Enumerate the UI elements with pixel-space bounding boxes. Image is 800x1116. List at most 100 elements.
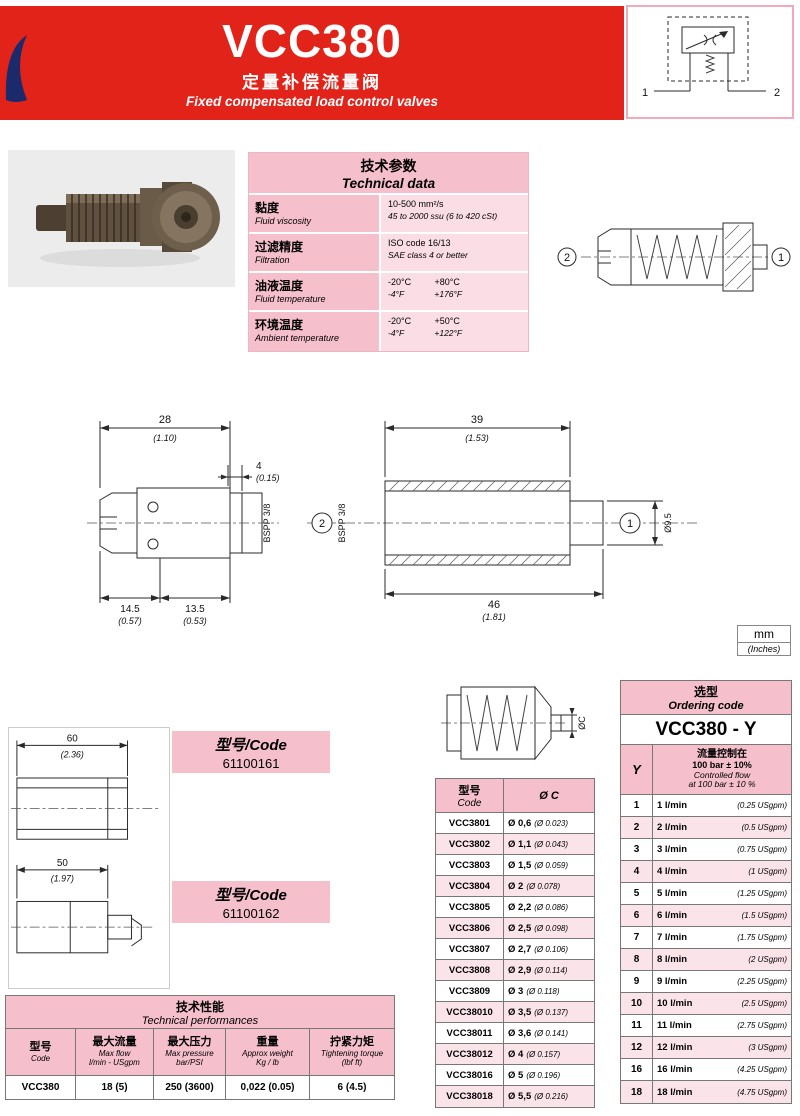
ordering-flow-value: 3 l/min [657, 844, 688, 855]
orifice-diameter-inch: (Ø 0.059) [534, 860, 569, 870]
filtration-value: ISO code 16/13 [388, 238, 451, 248]
subtitle-english: Fixed compensated load control valves [185, 93, 439, 109]
orifice-header-cn: 型号 [458, 785, 481, 797]
ordering-table-row: 2 2 l/min (0.5 USgpm) [621, 817, 791, 839]
product-photo [8, 150, 235, 287]
orifice-diameter-inch: (Ø 0.141) [534, 1028, 569, 1038]
performance-table: 技术性能 Technical performances 型号 Code 最大流量… [5, 995, 395, 1100]
ordering-flow-usgpm: (1.25 USgpm) [737, 889, 787, 898]
ordering-flow-usgpm: (1 USgpm) [748, 867, 787, 876]
section-port-2-label: 2 [564, 252, 570, 264]
orifice-code: VCC38010 [436, 1002, 504, 1022]
orifice-diameter-mm: Ø 5 [508, 1069, 524, 1081]
ordering-y-value: 9 [621, 971, 653, 992]
perf-col-weight-cn: 重量 [256, 1036, 279, 1049]
ordering-table-row: 1 1 l/min (0.25 USgpm) [621, 795, 791, 817]
filtration-row: 过滤精度 Filtration ISO code 16/13 SAE class… [249, 234, 528, 273]
drawing-side-view: 28 (1.10) 4 (0.15) BSPP 3/8 [87, 414, 280, 626]
technical-data-table: 技术参数 Technical data 黏度 Fluid viscosity 1… [248, 152, 529, 352]
orifice-diameter-inch: (Ø 0.118) [526, 986, 560, 996]
ordering-flow-value: 1 l/min [657, 800, 688, 811]
orifice-diameter-inch: (Ø 0.086) [534, 902, 569, 912]
orifice-table-row: VCC3804 Ø 2 (Ø 0.078) [436, 876, 594, 897]
orifice-diameter-mm: Ø 5,5 [508, 1091, 532, 1102]
dim-13-5-in: (0.53) [183, 616, 207, 626]
ordering-y-value: 4 [621, 861, 653, 882]
dim-4: 4 [256, 461, 262, 472]
viscosity-row: 黏度 Fluid viscosity 10-500 mm²/s 45 to 20… [249, 195, 528, 234]
ordering-flow-value: 8 l/min [657, 954, 688, 965]
dim-4-in: (0.15) [256, 473, 280, 483]
ordering-flow-header-en2: at 100 bar ± 10 % [688, 779, 756, 790]
orifice-table-row: VCC38016 Ø 5 (Ø 0.196) [436, 1065, 594, 1086]
ordering-table-row: 4 4 l/min (1 USgpm) [621, 861, 791, 883]
code-box-1: 型号/Code 61100161 [172, 731, 330, 773]
filtration-value-alt: SAE class 4 or better [388, 250, 468, 260]
orifice-code: VCC3807 [436, 939, 504, 959]
fluid-temp-max-c: +80°C [434, 277, 460, 287]
ordering-flow-value: 9 l/min [657, 976, 688, 987]
ordering-flow-usgpm: (0.5 USgpm) [741, 823, 787, 832]
perf-col-torque-en2: (lbf ft) [341, 1058, 363, 1068]
orifice-table-row: VCC38018 Ø 5,5 (Ø 0.216) [436, 1086, 594, 1107]
perf-value-flow: 18 (5) [76, 1076, 154, 1099]
orifice-code: VCC3801 [436, 813, 504, 833]
orifice-code: VCC3809 [436, 981, 504, 1001]
orifice-diameter-mm: Ø 3,6 [508, 1027, 532, 1039]
ordering-flow-header-cn: 流量控制在 [697, 748, 747, 760]
perf-col-pressure-cn: 最大压力 [167, 1036, 212, 1049]
dim-60-in: (2.36) [61, 749, 84, 759]
ordering-table-row: 18 18 l/min (4.75 USgpm) [621, 1081, 791, 1103]
perf-col-weight-en1: Approx weight [242, 1049, 293, 1059]
ambient-temp-min-f: -4°F [388, 328, 405, 338]
dim-60: 60 [67, 733, 78, 744]
unit-inches: (Inches) [747, 644, 781, 654]
orifice-table-row: VCC3805 Ø 2,2 (Ø 0.086) [436, 897, 594, 918]
valve-cross-section-drawing: 2 1 [557, 222, 791, 292]
dim-28: 28 [159, 414, 171, 426]
hydraulic-symbol-drawing: 1 2 [642, 16, 780, 99]
orifice-dia-label: ØC [577, 716, 587, 730]
perf-col-torque-en1: Tightening torque [320, 1049, 384, 1059]
technical-data-title-en: Technical data [341, 175, 436, 191]
ordering-table-row: 16 16 l/min (4.25 USgpm) [621, 1059, 791, 1081]
technical-data-title-cn: 技术参数 [360, 157, 417, 174]
ordering-flow-value: 12 l/min [657, 1042, 693, 1053]
perf-value-code: VCC380 [6, 1076, 76, 1099]
orifice-header-dia: Ø C [539, 789, 559, 802]
ordering-flow-value: 7 l/min [657, 932, 688, 943]
orifice-table-row: VCC3802 Ø 1,1 (Ø 0.043) [436, 834, 594, 855]
ordering-flow-header-en1: Controlled flow [693, 769, 751, 780]
ordering-flow-usgpm: (3 USgpm) [748, 1043, 787, 1052]
drawing-port-2-label: 2 [319, 518, 325, 530]
dim-28-in: (1.10) [153, 433, 177, 443]
orifice-diameter-inch: (Ø 0.106) [534, 944, 569, 954]
header-banner: VCC380 定量补偿流量阀 Fixed compensated load co… [0, 6, 624, 120]
ordering-y-value: 16 [621, 1059, 653, 1080]
drawing-port-1-label: 1 [627, 518, 633, 530]
perf-col-weight-en2: Kg / lb [256, 1058, 279, 1068]
orifice-code: VCC38016 [436, 1065, 504, 1085]
orifice-diameter-inch: (Ø 0.137) [534, 1007, 569, 1017]
orifice-diameter-inch: (Ø 0.078) [526, 881, 561, 891]
thread-label-left-drawing: BSPP 3/8 [262, 504, 272, 543]
orifice-diameter-mm: Ø 2 [508, 880, 524, 892]
perf-col-flow-en2: l/min - USgpm [89, 1058, 140, 1068]
orifice-header-en: Code [457, 798, 482, 809]
ordering-table-row: 5 5 l/min (1.25 USgpm) [621, 883, 791, 905]
drawing-body-50: 50 (1.97) [10, 858, 153, 954]
orifice-diameter-inch: (Ø 0.023) [534, 818, 569, 828]
technical-data-header: 技术参数 Technical data [249, 153, 528, 195]
perf-col-flow-cn: 最大流量 [92, 1036, 137, 1049]
orifice-table-row: VCC3808 Ø 2,9 (Ø 0.114) [436, 960, 594, 981]
perf-value-torque: 6 (4.5) [337, 1082, 367, 1093]
drawing-body-60: 60 (2.36) [10, 733, 160, 840]
orifice-diameter-mm: Ø 0,6 [508, 817, 532, 829]
orifice-code: VCC3806 [436, 918, 504, 938]
orifice-drawing: ØC [441, 685, 587, 761]
dim-46: 46 [488, 599, 500, 611]
ordering-flow-value: 6 l/min [657, 910, 688, 921]
filtration-label-cn: 过滤精度 [255, 240, 304, 254]
perf-col-flow-en1: Max flow [98, 1049, 131, 1059]
